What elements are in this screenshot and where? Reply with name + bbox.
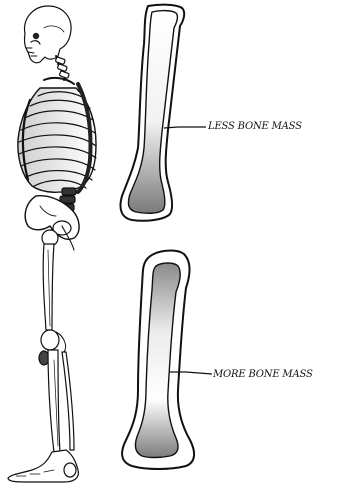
- less-bone-mass-label: LESS BONE MASS: [208, 122, 302, 132]
- thin-bone-icon: [120, 5, 206, 221]
- skeleton-icon: [8, 6, 96, 482]
- foot-icon: [8, 450, 78, 482]
- more-bone-mass-label: MORE BONE MASS: [213, 370, 313, 380]
- ribcage-icon: [18, 84, 96, 192]
- tibia-fibula-icon: [48, 350, 74, 452]
- femur-icon: [42, 230, 58, 330]
- thick-bone-icon: [122, 251, 212, 469]
